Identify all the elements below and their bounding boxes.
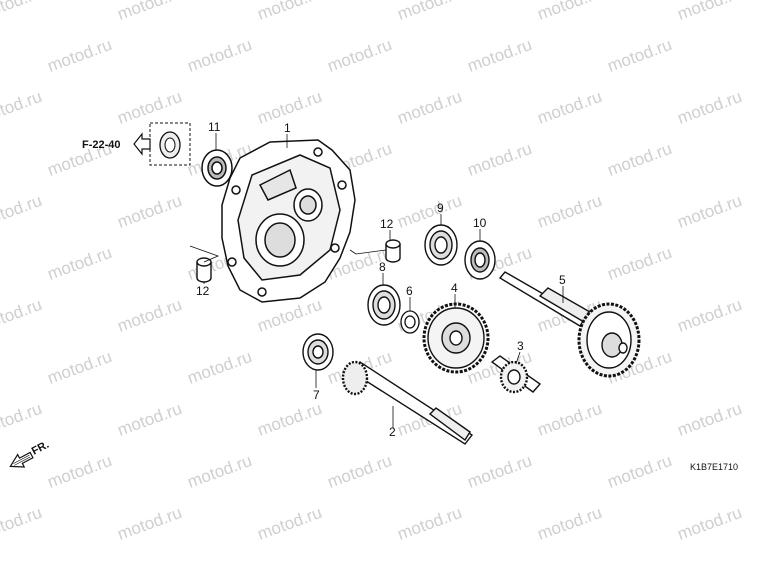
watermark-text: motod.ru: [255, 399, 325, 440]
watermark-text: motod.ru: [0, 503, 44, 544]
watermark-text: motod.ru: [535, 503, 605, 544]
watermark-text: motod.ru: [0, 399, 44, 440]
callout-10[interactable]: 10: [473, 216, 487, 230]
watermark-text: motod.ru: [395, 503, 465, 544]
dowel-pin-upper: [385, 239, 401, 263]
watermark-text: motod.ru: [0, 191, 44, 232]
watermark-text: motod.ru: [255, 0, 325, 24]
watermark-text: motod.ru: [535, 399, 605, 440]
watermark-text: motod.ru: [605, 35, 675, 76]
watermark-text: motod.ru: [45, 35, 115, 76]
callouts: 1 2 3 4 5 6 7 8 9 10 11 12 12: [196, 120, 566, 439]
watermark-text: motod.ru: [0, 87, 44, 128]
watermark-text: motod.ru: [605, 139, 675, 180]
watermark-text: motod.ru: [395, 87, 465, 128]
reference-box: [149, 122, 191, 166]
front-arrow-icon: [9, 451, 34, 468]
callout-11[interactable]: 11: [208, 120, 221, 134]
bearing-8: [367, 284, 401, 326]
shaft-2: [341, 360, 474, 445]
watermark-text: motod.ru: [675, 0, 745, 24]
watermark-text: motod.ru: [115, 399, 185, 440]
watermark-text: motod.ru: [465, 35, 535, 76]
watermark-text: motod.ru: [0, 0, 44, 24]
reference-arrow-icon: [133, 132, 151, 156]
watermark-text: motod.ru: [675, 399, 745, 440]
watermark-text: motod.ru: [605, 243, 675, 284]
callout-2[interactable]: 2: [389, 425, 396, 439]
gear-3: [490, 355, 542, 394]
watermark-text: motod.ru: [185, 451, 255, 492]
watermark-text: motod.ru: [465, 139, 535, 180]
callout-1[interactable]: 1: [284, 121, 291, 135]
watermark-text: motod.ru: [535, 87, 605, 128]
callout-6[interactable]: 6: [406, 284, 413, 298]
shaft-5: [498, 271, 641, 378]
callout-9[interactable]: 9: [437, 201, 444, 215]
transmission-cover: [221, 139, 356, 303]
watermark-text: motod.ru: [325, 35, 395, 76]
watermark-text: motod.ru: [45, 243, 115, 284]
callout-4[interactable]: 4: [451, 281, 458, 295]
oil-seal-10: [464, 240, 496, 280]
callout-3[interactable]: 3: [517, 339, 524, 353]
watermark-text: motod.ru: [395, 191, 465, 232]
watermark-text: motod.ru: [465, 451, 535, 492]
watermark-text: motod.ru: [675, 503, 745, 544]
callout-12-upper[interactable]: 12: [380, 217, 394, 231]
watermark-text: motod.ru: [115, 295, 185, 336]
watermark-text: motod.ru: [0, 295, 44, 336]
gear-4: [422, 302, 490, 374]
watermark-text: motod.ru: [675, 87, 745, 128]
watermark-text: motod.ru: [325, 451, 395, 492]
watermark-text: motod.ru: [115, 191, 185, 232]
watermark-text: motod.ru: [675, 295, 745, 336]
front-label: FR.: [30, 439, 51, 458]
diagram-code: K1B7E1710: [690, 462, 738, 472]
reference-label[interactable]: F-22-40: [82, 139, 121, 151]
watermark-text: motod.ru: [185, 347, 255, 388]
bearing-9: [424, 224, 458, 266]
watermark-text: motod.ru: [535, 191, 605, 232]
watermark-text: motod.ru: [45, 347, 115, 388]
watermark-text: motod.ru: [115, 503, 185, 544]
watermark-text: motod.ru: [115, 0, 185, 24]
watermark-text: motod.ru: [535, 0, 605, 24]
watermark-text: motod.ru: [115, 87, 185, 128]
bearing-7: [302, 333, 334, 371]
callout-8[interactable]: 8: [379, 260, 386, 274]
washer-6: [400, 310, 420, 334]
leader-lines: [189, 133, 564, 428]
watermark-text: motod.ru: [395, 0, 465, 24]
watermark-text: motod.ru: [45, 451, 115, 492]
watermark-text: motod.ru: [255, 503, 325, 544]
watermark-text: motod.ru: [605, 451, 675, 492]
oil-seal: [201, 149, 233, 187]
callout-5[interactable]: 5: [559, 273, 566, 287]
callout-12-lower[interactable]: 12: [196, 284, 210, 298]
watermark-text: motod.ru: [675, 191, 745, 232]
watermark-text: motod.ru: [185, 35, 255, 76]
callout-7[interactable]: 7: [313, 388, 320, 402]
